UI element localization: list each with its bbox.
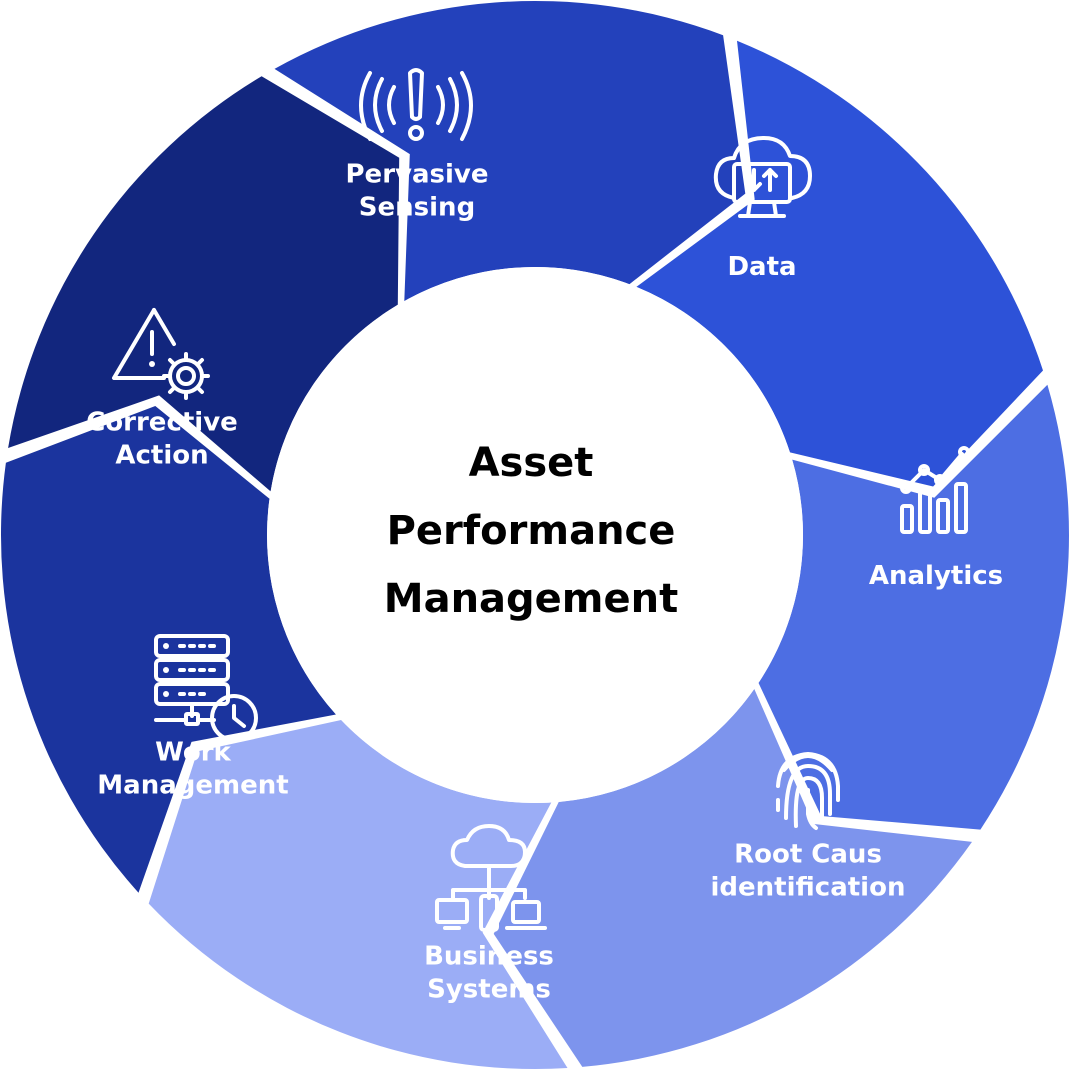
center-title-line-2: Performance xyxy=(387,508,676,554)
segment-work-management xyxy=(0,406,336,893)
fingerprint-icon xyxy=(776,752,840,830)
segment-analytics xyxy=(758,384,1069,830)
alert-signal-icon xyxy=(359,68,473,141)
segment-root-cause xyxy=(493,689,972,1067)
bar-chart-icon xyxy=(900,446,970,534)
segment-label-line: Data xyxy=(727,252,796,282)
segment-label-line: Management xyxy=(97,771,288,801)
segment-label-line: identification xyxy=(711,873,906,903)
cloud-devices-icon xyxy=(435,824,547,932)
segment-corrective-action xyxy=(8,76,400,492)
icons-layer xyxy=(112,68,970,932)
segment-label-line: Pervasive xyxy=(346,160,489,190)
warning-gear-icon xyxy=(112,308,210,400)
center-circle xyxy=(267,267,803,803)
center-title-line-3: Management xyxy=(384,576,678,622)
segment-label-analytics: Analytics xyxy=(869,561,1003,591)
segment-label-line: Action xyxy=(115,441,208,471)
center-title-line-1: Asset xyxy=(469,440,594,486)
segment-label-line: Corrective xyxy=(86,408,238,438)
segment-label-line: Systems xyxy=(427,975,551,1005)
segment-label-data: Data xyxy=(727,252,796,282)
segment-label-line: Business xyxy=(424,942,554,972)
segment-pervasive-sensing xyxy=(274,1,746,302)
cloud-monitor-icon xyxy=(713,136,812,218)
segment-label-line: Work xyxy=(155,738,231,768)
segment-label-line: Analytics xyxy=(869,561,1003,591)
center-title: Asset Performance Management xyxy=(384,440,678,622)
segment-label-line: Root Caus xyxy=(734,840,882,870)
server-clock-icon xyxy=(154,634,258,742)
segment-business-systems xyxy=(148,720,568,1069)
segment-label-line: Sensing xyxy=(359,193,475,223)
segment-data xyxy=(636,40,1043,487)
